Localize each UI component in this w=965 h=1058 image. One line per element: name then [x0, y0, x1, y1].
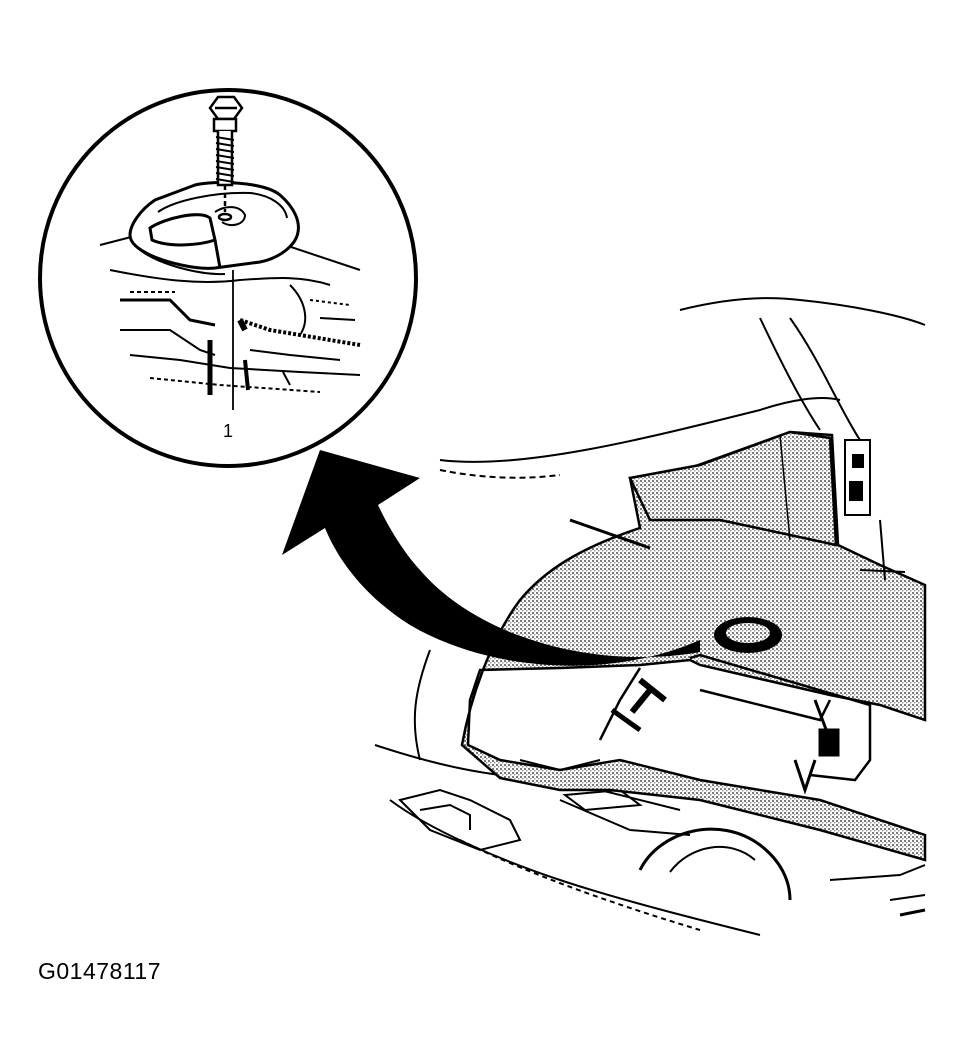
callout-arrow — [282, 450, 700, 666]
panel-fasteners — [610, 677, 840, 795]
figure-id-label: G01478117 — [38, 958, 162, 984]
bolt — [208, 95, 244, 222]
latch-bracket — [844, 439, 906, 581]
detail-callout-circle — [38, 88, 418, 468]
vehicle-body-outline — [374, 297, 926, 936]
callout-number-label: 1 — [223, 421, 233, 441]
grommet — [714, 617, 782, 653]
